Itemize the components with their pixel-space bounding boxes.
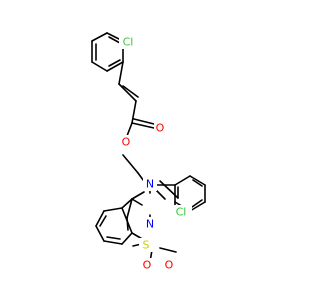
bond [108, 59, 121, 67]
bond [131, 100, 137, 124]
bond [131, 122, 155, 129]
bond [108, 36, 121, 44]
bond [103, 207, 123, 212]
chemical-structure: Cl O O N Cl N S O O [91, 32, 206, 272]
carbonyl-oxygen-atom-label: O [156, 122, 165, 135]
bond [122, 154, 139, 174]
bond [103, 240, 123, 245]
bond [131, 191, 145, 200]
bond [189, 175, 206, 186]
bond [106, 236, 121, 240]
bond [189, 201, 206, 212]
ester-oxygen-atom-label: O [122, 136, 131, 149]
sulfonyl-oxygen-left-label: O [143, 259, 152, 272]
bond [118, 83, 137, 102]
bond [106, 61, 124, 72]
bond [95, 225, 105, 242]
bond [126, 217, 129, 231]
bond [159, 247, 177, 253]
amine-nitrogen-atom-label: N [146, 178, 154, 191]
bond [99, 215, 107, 227]
chlorine-atom-label: Cl [123, 36, 134, 49]
bond [95, 210, 105, 227]
bond [126, 198, 133, 219]
bond [191, 199, 203, 208]
sulfur-atom-label: S [143, 239, 150, 252]
bond [122, 85, 139, 98]
sulfonyl-oxygen-right-label: O [165, 259, 174, 272]
bond [118, 61, 124, 85]
bond [126, 122, 133, 137]
bond [192, 179, 203, 187]
bond [121, 232, 133, 245]
ring-nitrogen-atom-label: N [146, 218, 154, 231]
bond [121, 198, 133, 209]
atom-labels: Cl O O N Cl N S O O [119, 35, 192, 272]
aryl-chlorine-atom-label: Cl [176, 206, 187, 219]
bond [91, 61, 108, 72]
bond [174, 175, 191, 186]
bond [133, 118, 155, 125]
bond [91, 32, 108, 42]
bond [131, 198, 143, 206]
